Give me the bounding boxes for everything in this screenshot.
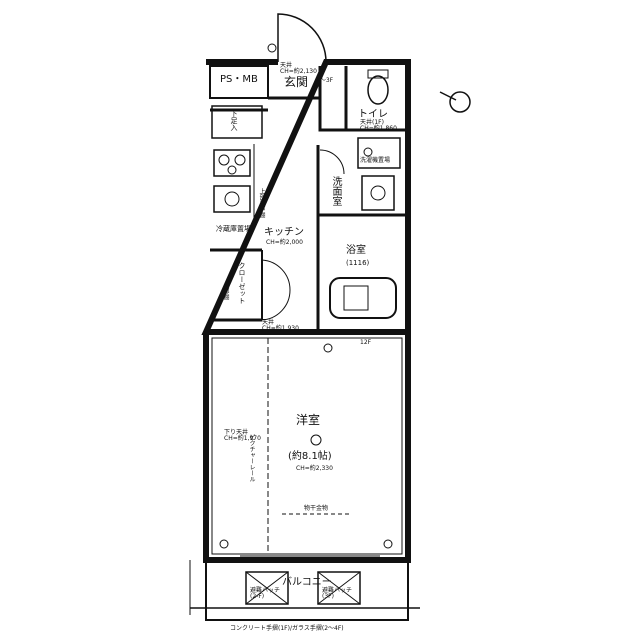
- washbasin-icon: [361, 175, 395, 211]
- western-size-label: (約8.1帖): [288, 451, 332, 462]
- hall-ceiling-label: 天井 CH=約1,930: [262, 319, 299, 332]
- shoe-cabinet-label: 下足入: [230, 110, 238, 131]
- outer-wall-lower: [203, 332, 411, 563]
- stove-icon: [213, 149, 251, 177]
- sink-icon: [213, 185, 251, 213]
- western-ceiling-label: CH=約2,330: [296, 465, 333, 472]
- western-room-label: 洋室: [296, 413, 321, 427]
- evac-hatch-left-box: [245, 571, 289, 605]
- bathroom-label: 浴室: [346, 245, 366, 256]
- entrance-label: 玄関: [284, 75, 309, 89]
- balcony-outline: [205, 559, 409, 621]
- door-swing-icon: [277, 13, 327, 63]
- outer-wall: [201, 59, 411, 335]
- bathtub-icon: [329, 277, 397, 319]
- shoe-cabinet-box: [211, 105, 263, 139]
- ps-mb-box: [209, 65, 269, 99]
- picture-rail-label: ピクチャーレール: [248, 434, 255, 482]
- washer-label: 洗濯機置場: [360, 157, 391, 164]
- outlet-icon: [267, 43, 277, 53]
- kitchen-ceiling-label: CH=約2,000: [266, 239, 303, 246]
- toilet-ceiling-label: 天井(1F) CH=約1,860: [360, 119, 397, 132]
- toilet-icon: [367, 75, 389, 105]
- ps-mb-label: PS・MB: [220, 74, 258, 85]
- closet-label: クローゼット: [238, 262, 246, 304]
- entrance-step-label: 1〜3F: [316, 77, 334, 84]
- handrail-note: コンクリート手摺(1F)/ガラス手摺(2〜4F): [230, 625, 344, 632]
- balcony-label: バルコニー: [282, 577, 332, 588]
- north-arrow-icon: [439, 91, 471, 113]
- bathroom-size-label: (1116): [346, 259, 370, 267]
- upper-cabinet-label: 上部吊戸棚: [258, 188, 265, 218]
- toilet-label: トイレ: [358, 109, 388, 120]
- evac-hatch-left-label: 避難ハッチ (2-F): [250, 587, 281, 600]
- evac-hatch-right-label: 避難ハッチ (3F): [322, 587, 353, 600]
- washer-box: [357, 137, 401, 169]
- entrance-ceiling-label: 天井 CH=約2,130: [280, 62, 317, 75]
- washroom-label: 洗面室: [330, 176, 341, 206]
- kitchen-label: キッチン: [264, 227, 304, 238]
- evac-hatch-right-box: [317, 571, 361, 605]
- upper-shelf-label: 上部棚: [222, 282, 229, 300]
- soffit-label: 下り天井 CH=約1,970: [224, 429, 261, 442]
- drying-rail-label: 物干金物: [304, 505, 329, 512]
- fridge-label: 冷蔵庫置場: [216, 225, 251, 233]
- western-room-inner: [211, 337, 403, 555]
- floor-12f-label: 12F: [360, 339, 372, 346]
